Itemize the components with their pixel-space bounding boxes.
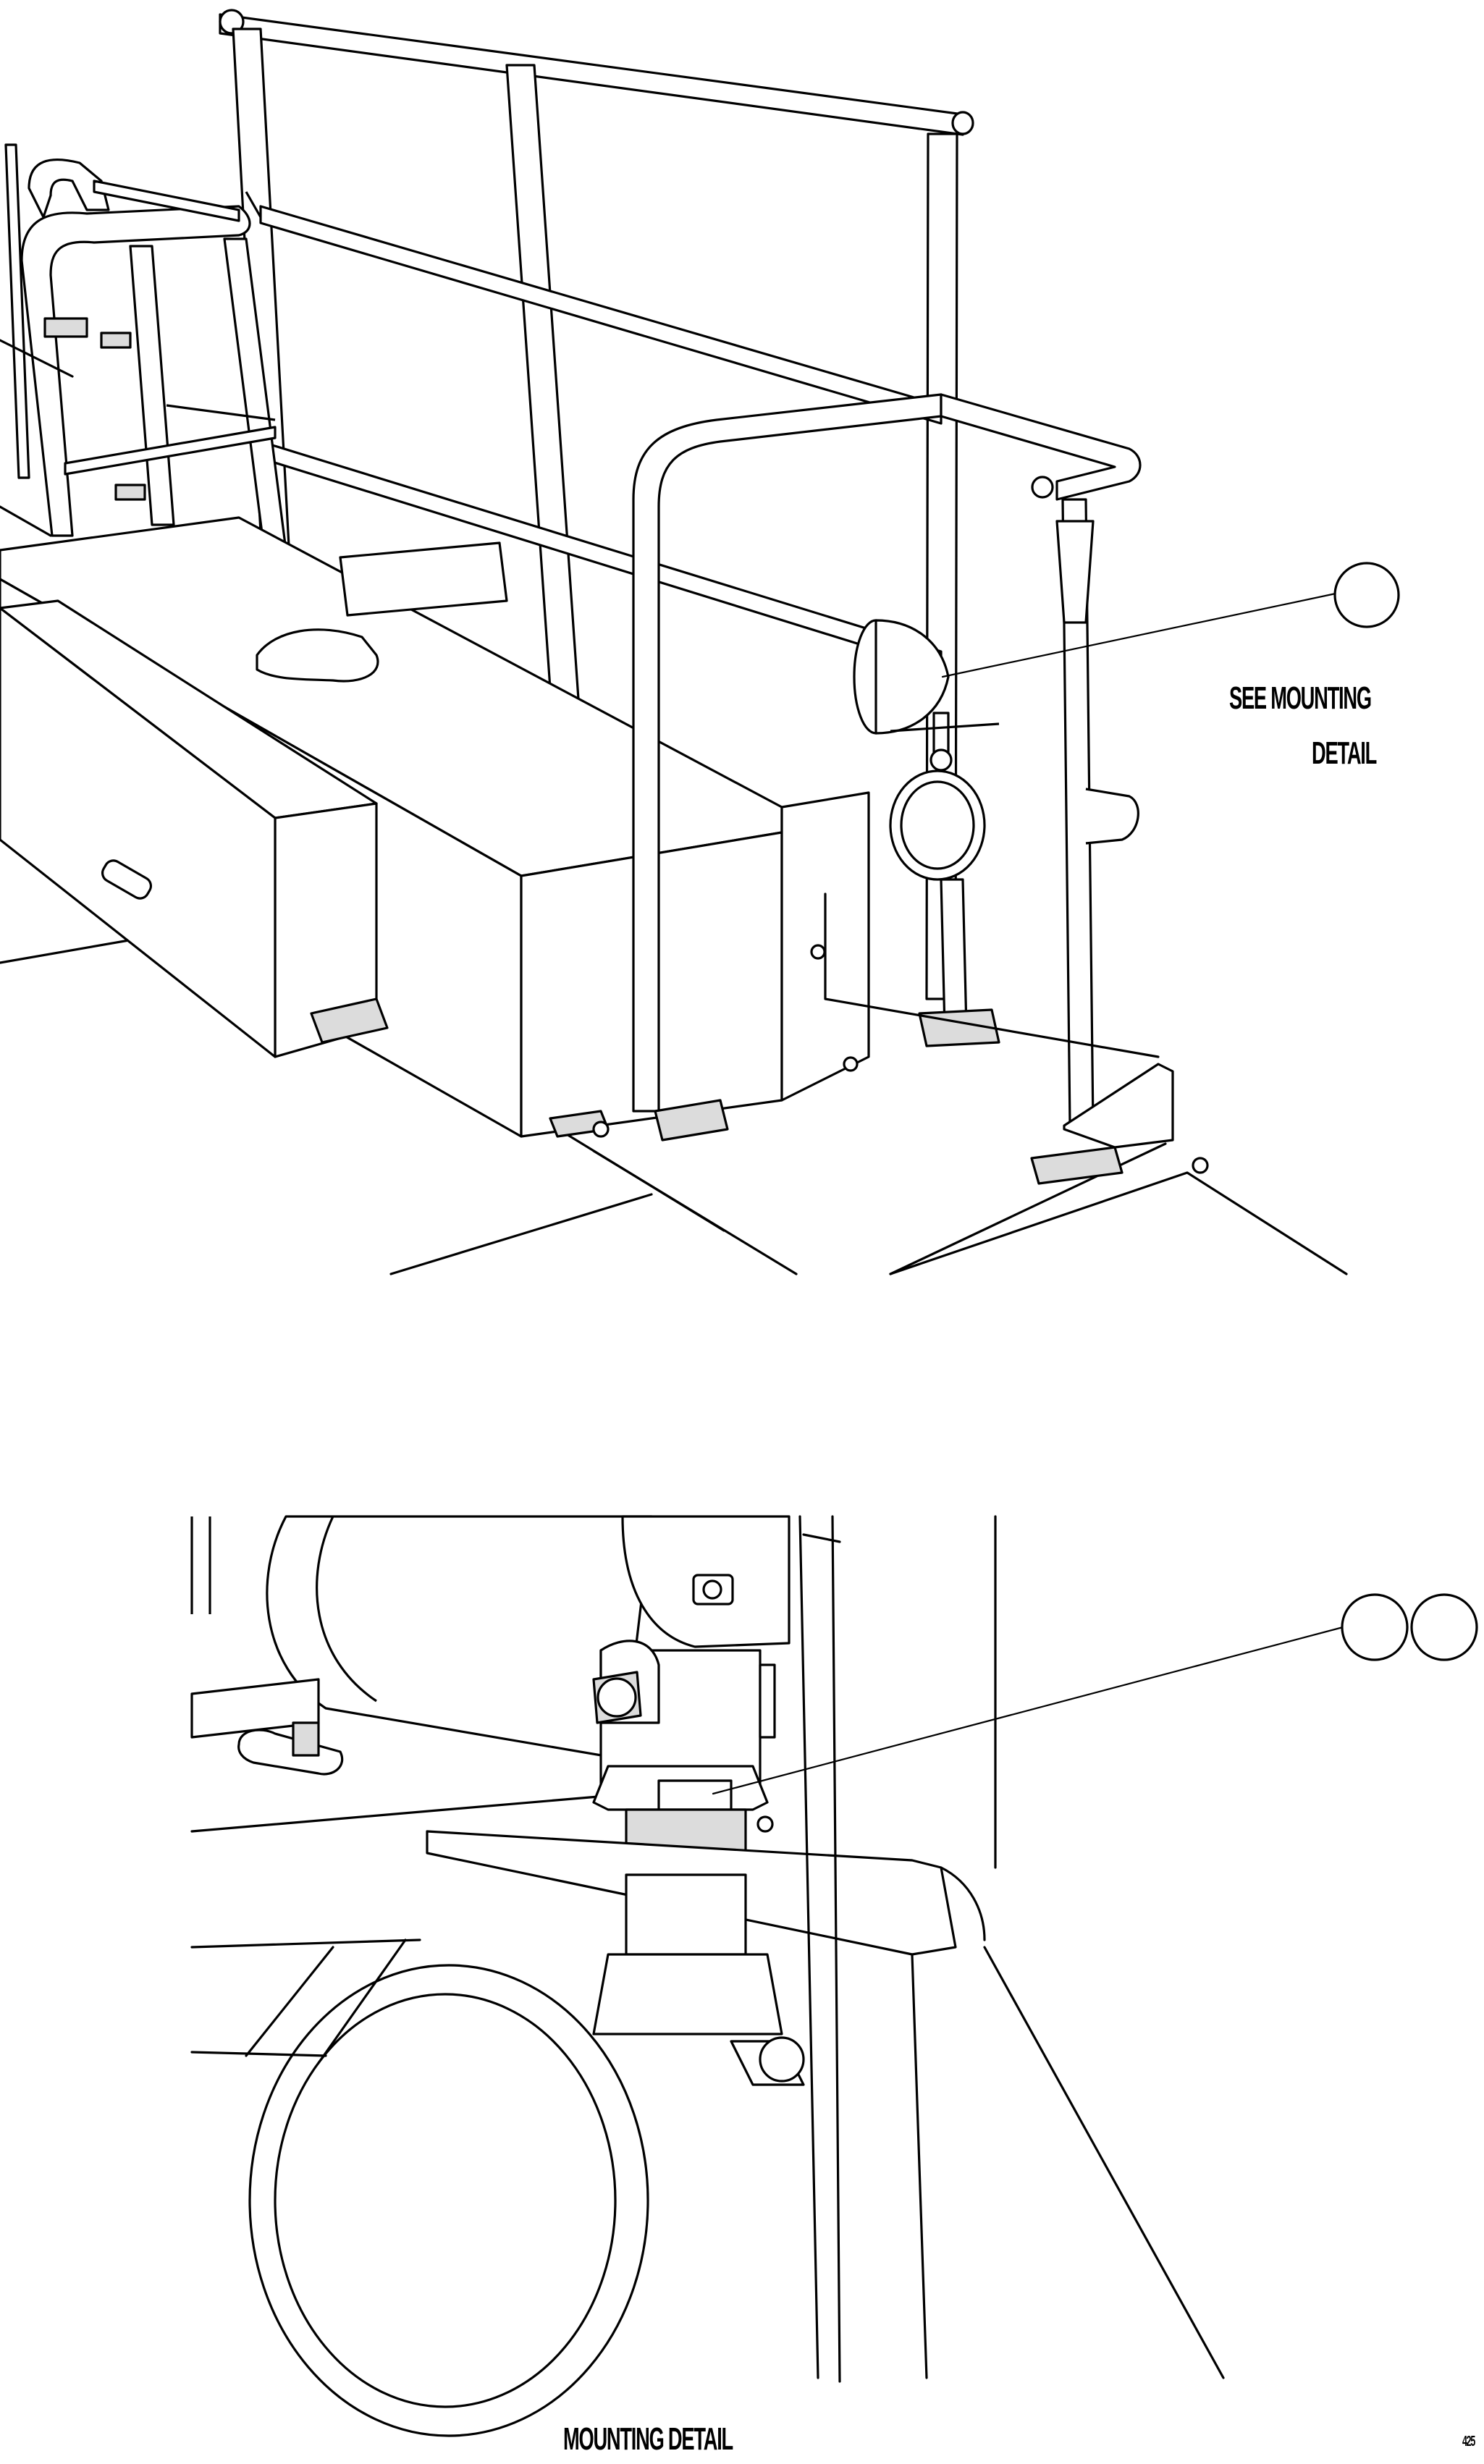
page-reference: 425 (1462, 2434, 1475, 2450)
callout-label-line2: DETAIL (1312, 735, 1377, 771)
detail-frame (798, 1515, 1225, 2383)
detail-lamp-lower (190, 1873, 805, 2437)
detail-lamp-upper (190, 1515, 791, 1760)
detail-caption: MOUNTING DETAIL (563, 2421, 733, 2457)
detail-mount-stack (592, 1640, 776, 1876)
mounting-detail-view (190, 1515, 1478, 2437)
callout-label-line1: SEE MOUNTING (1229, 680, 1372, 716)
callout-balloon-b (1410, 1593, 1478, 1661)
storage-chest (0, 516, 870, 1138)
machine-top-view (0, 9, 1400, 1275)
callout-balloon-light (1333, 562, 1400, 628)
handrail-main (219, 9, 974, 1000)
hoop-rail (632, 393, 1142, 1127)
work-light-upper (853, 619, 953, 772)
base-plates (592, 893, 1209, 1185)
work-light-lower (889, 722, 1000, 1029)
callout-detail (712, 1593, 1478, 1795)
callout-balloon-a (1341, 1593, 1409, 1661)
callout-top (941, 562, 1400, 678)
detail-left-bracket (190, 1678, 617, 1833)
